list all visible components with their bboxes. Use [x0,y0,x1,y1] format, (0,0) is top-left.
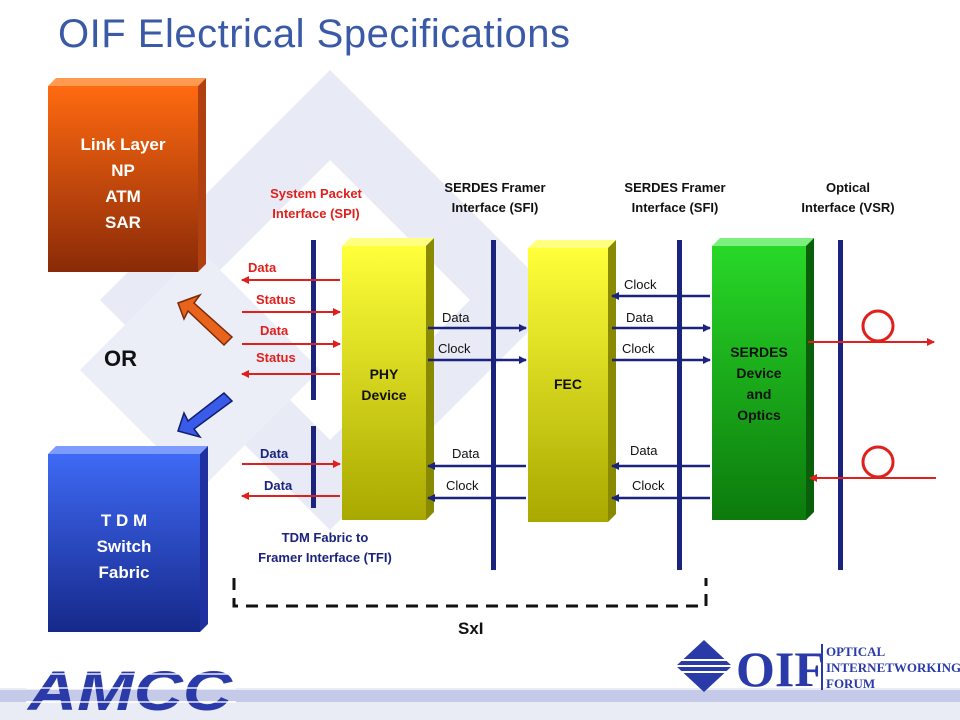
orange-arrow-icon [177,293,234,347]
serdes-line-4: Optics [737,407,781,423]
fec-serdes-data-label: Data [626,310,654,325]
sfi2-header-line-2: Interface (SFI) [631,200,719,215]
svg-text:INTERNETWORKING: INTERNETWORKING [826,660,960,675]
svg-text:FORUM: FORUM [826,676,875,691]
phy-line-1: PHY [369,366,399,382]
spi-status-2-label: Status [256,350,296,365]
fiber-loop-in-icon [861,445,895,479]
tdm-line-1: T D M [100,511,148,530]
spi-header-line-1: System Packet [270,186,362,201]
sfi1-bar [491,240,496,570]
fec-serdes-clock-label: Clock [622,341,655,356]
phy-fec-clock-label: Clock [438,341,471,356]
tdm-line-3: Fabric [98,563,150,582]
fec-phy-clock-label: Clock [446,478,479,493]
vsr-header-line-1: Optical [825,180,871,195]
spi-data-1-label: Data [248,260,277,275]
serdes-line-2: Device [736,365,782,381]
link-layer-line-4: SAR [105,213,141,232]
serdes-label: SERDES Device and Optics [712,342,806,426]
link-layer-line-3: ATM [105,187,141,206]
or-label: OR [104,346,137,371]
vsr-header-line-2: Interface (VSR) [801,200,895,215]
tfi-header: TDM Fabric to Framer Interface (TFI) [236,528,414,568]
spi-status-1-label: Status [256,292,296,307]
blue-arrow-icon [177,392,234,439]
oif-logo: OIF OPTICAL INTERNETWORKING FORUM [676,640,960,694]
phy-line-2: Device [361,387,407,403]
tdm-label: T D M Switch Fabric [48,508,200,586]
sxi-label: SxI [458,619,484,638]
vsr-bar [838,240,843,570]
spi-bar-bottom [311,426,316,508]
link-layer-line-1: Link Layer [80,135,166,154]
tfi-header-line-2: Framer Interface (TFI) [258,550,392,565]
diagonal-arrows [177,293,234,439]
sfi2-header: SERDES Framer Interface (SFI) [600,178,750,218]
svg-text:AMCC: AMCC [26,660,234,714]
svg-text:OIF: OIF [736,641,825,694]
serdes-fec-data-label: Data [630,443,658,458]
serdes-line-1: SERDES [730,344,788,360]
link-layer-label: Link Layer NP ATM SAR [48,132,198,236]
sxi-bracket [232,578,708,608]
sfi1-header: SERDES Framer Interface (SFI) [420,178,570,218]
fec-box [528,248,608,522]
serdes-line-3: and [746,386,772,402]
phy-fec-data-label: Data [442,310,470,325]
sfi1-header-line-1: SERDES Framer [444,180,546,195]
fiber-loop-out-icon [861,309,895,343]
spi-header: System Packet Interface (SPI) [244,184,388,224]
link-layer-line-2: NP [111,161,135,180]
page-title: OIF Electrical Specifications [58,12,571,56]
fec-label: FEC [554,376,582,392]
tdm-line-2: Switch [96,537,152,556]
spi-bar-top [311,240,316,400]
tfi-header-line-1: TDM Fabric to [281,530,369,545]
serdes-fec-clock-label-bottom: Clock [632,478,665,493]
svg-text:OPTICAL: OPTICAL [826,644,886,659]
serdes-box [712,246,806,520]
spi-data-2-label: Data [260,323,289,338]
sfi2-bar [677,240,682,570]
sfi2-header-line-1: SERDES Framer [624,180,726,195]
fec-phy-data-label: Data [452,446,480,461]
tfi-data-1-label: Data [260,446,289,461]
tfi-data-2-label: Data [264,478,293,493]
spi-header-line-2: Interface (SPI) [272,206,360,221]
phy-box [342,246,426,520]
amcc-logo: AMCC [26,660,236,714]
sfi1-header-line-2: Interface (SFI) [451,200,539,215]
phy-label: PHY Device [342,364,426,406]
vsr-header: Optical Interface (VSR) [780,178,916,218]
serdes-fec-clock-label: Clock [624,277,657,292]
tdm-box [48,446,208,632]
link-layer-box [48,78,206,272]
